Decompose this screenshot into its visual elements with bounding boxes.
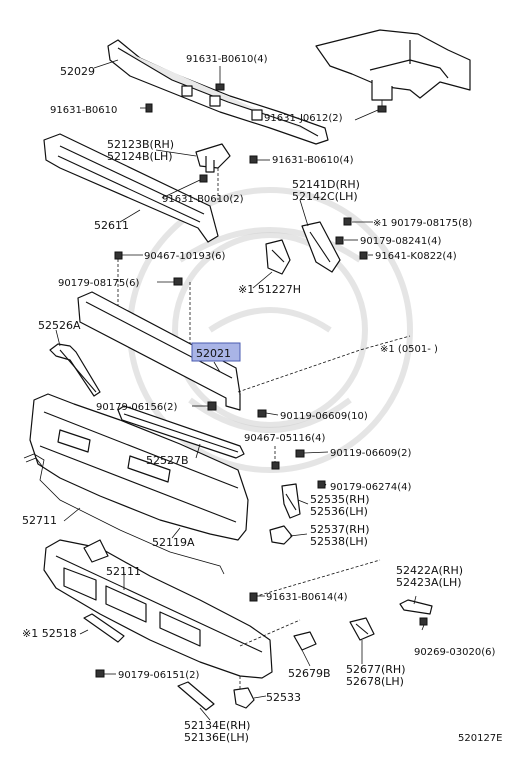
part-52134E-molding[interactable]	[177, 681, 215, 711]
leader-lines	[55, 59, 425, 721]
label-91631-B0610[interactable]: 91631-B0610	[50, 105, 117, 116]
label-52141D[interactable]: 52141D(RH)	[292, 178, 360, 191]
label-52123B[interactable]: 52123B(RH)	[107, 138, 174, 151]
label-52679B[interactable]: 52679B	[288, 667, 331, 680]
label-52536[interactable]: 52536(LH)	[310, 505, 368, 518]
nut-90179-06274[interactable]	[317, 480, 326, 489]
bolt-91631-B0610-left[interactable]	[140, 103, 153, 113]
label-52533[interactable]: 52533	[266, 691, 301, 704]
part-52123B-bracket[interactable]	[195, 143, 258, 200]
part-52021-reinforcement[interactable]	[77, 291, 241, 411]
part-52711-seal[interactable]	[23, 453, 225, 575]
highlight-52021	[191, 342, 241, 362]
label-52029[interactable]: 52029	[60, 65, 95, 78]
part-52611-absorber[interactable]	[43, 133, 219, 243]
nut-90179-06151[interactable]	[95, 669, 105, 678]
part-52677-bracket[interactable]	[349, 617, 375, 641]
label-90119-06609-10[interactable]: 90119-06609(10)	[280, 411, 368, 422]
label-52124B[interactable]: 52124B(LH)	[107, 150, 173, 163]
label-91631-B0610-2[interactable]: 91631-B0610(2)	[162, 194, 244, 205]
part-52518-cover[interactable]	[83, 613, 125, 643]
label-52527B[interactable]: 52527B	[146, 454, 189, 467]
part-52119A-bumper-cover[interactable]	[29, 393, 249, 541]
part-52422A-bracket[interactable]	[399, 599, 433, 615]
label-90179-08241-4[interactable]: 90179-08241(4)	[360, 236, 441, 247]
clip-90467-05116[interactable]	[271, 446, 280, 470]
label-52711[interactable]: 52711	[22, 514, 57, 527]
part-51227H-bracket[interactable]	[265, 239, 291, 275]
label-52678[interactable]: 52678(LH)	[346, 675, 404, 688]
label-52538[interactable]: 52538(LH)	[310, 535, 368, 548]
part-52527B-molding[interactable]	[117, 405, 245, 459]
label-91631-B0610-4b[interactable]: 91631-B0610(4)	[272, 155, 354, 166]
clip-90269-03020[interactable]	[419, 617, 428, 626]
label-91631-B0614-4[interactable]: 91631-B0614(4)	[266, 592, 348, 603]
label-52119A[interactable]: 52119A	[152, 536, 195, 549]
part-52679B-bracket[interactable]	[293, 631, 317, 651]
label-90467-10193-6[interactable]: 90467-10193(6)	[144, 251, 225, 262]
label-52611[interactable]: 52611	[94, 219, 129, 232]
label-52535[interactable]: 52535(RH)	[310, 493, 370, 506]
label-52423A[interactable]: 52423A(LH)	[396, 576, 462, 589]
label-52021[interactable]: 52021	[196, 347, 231, 360]
label-52518[interactable]: ※1 52518	[22, 627, 77, 640]
part-52111-lower-bumper[interactable]	[43, 539, 273, 679]
vehicle-body-corner	[315, 29, 471, 101]
label-91631-B0610-4[interactable]: 91631-B0610(4)	[186, 54, 268, 65]
label-90179-06156-2[interactable]: 90179-06156(2)	[96, 402, 177, 413]
label-90269-03020-6[interactable]: 90269-03020(6)	[414, 647, 495, 658]
part-52526A-molding[interactable]	[49, 343, 101, 397]
part-52029-upper-bar[interactable]	[107, 39, 329, 145]
part-52141D-retainer[interactable]	[301, 217, 368, 273]
label-51227H[interactable]: ※1 51227H	[238, 283, 301, 296]
label-90467-05116-4[interactable]: 90467-05116(4)	[244, 433, 325, 444]
part-labels: 52029 91631-B0610(4) 91631-B0610 91631-J…	[22, 54, 503, 744]
label-52136E[interactable]: 52136E(LH)	[184, 731, 249, 744]
label-52142C[interactable]: 52142C(LH)	[292, 190, 358, 203]
part-52535-bracket[interactable]	[281, 483, 301, 519]
bolt-91631-B0610-4[interactable]	[215, 66, 225, 91]
label-90179-08175-8[interactable]: ※1 90179-08175(8)	[373, 218, 472, 229]
clip-90467-10193[interactable]	[114, 251, 123, 330]
nut-90179-06156[interactable]	[207, 401, 217, 411]
label-52111[interactable]: 52111	[106, 565, 141, 578]
label-52422A[interactable]: 52422A(RH)	[396, 564, 463, 577]
label-90179-06274-4[interactable]: 90179-06274(4)	[330, 482, 411, 493]
label-91641-K0822-4[interactable]: 91641-K0822(4)	[375, 251, 457, 262]
label-91631-J0612-2[interactable]: 91631-J0612(2)	[264, 113, 343, 124]
part-52533-bracket[interactable]	[233, 687, 255, 709]
label-90179-08175-6[interactable]: 90179-08175(6)	[58, 278, 139, 289]
bolt-91631-B0614[interactable]	[249, 592, 258, 602]
note-0501: ※1 (0501- )	[380, 344, 438, 355]
label-90119-06609-2[interactable]: 90119-06609(2)	[330, 448, 411, 459]
part-52537-bracket[interactable]	[269, 525, 293, 545]
bolt-90119-06609-10[interactable]	[257, 409, 267, 418]
label-52134E[interactable]: 52134E(RH)	[184, 719, 250, 732]
label-52526A[interactable]: 52526A	[38, 319, 81, 332]
label-52677[interactable]: 52677(RH)	[346, 663, 406, 676]
nut-90179-08175-6[interactable]	[173, 277, 191, 376]
label-52537[interactable]: 52537(RH)	[310, 523, 370, 536]
label-90179-06151-2[interactable]: 90179-06151(2)	[118, 670, 199, 681]
figure-code: 520127E	[458, 733, 503, 744]
bolt-90119-06609-2[interactable]	[295, 449, 305, 458]
